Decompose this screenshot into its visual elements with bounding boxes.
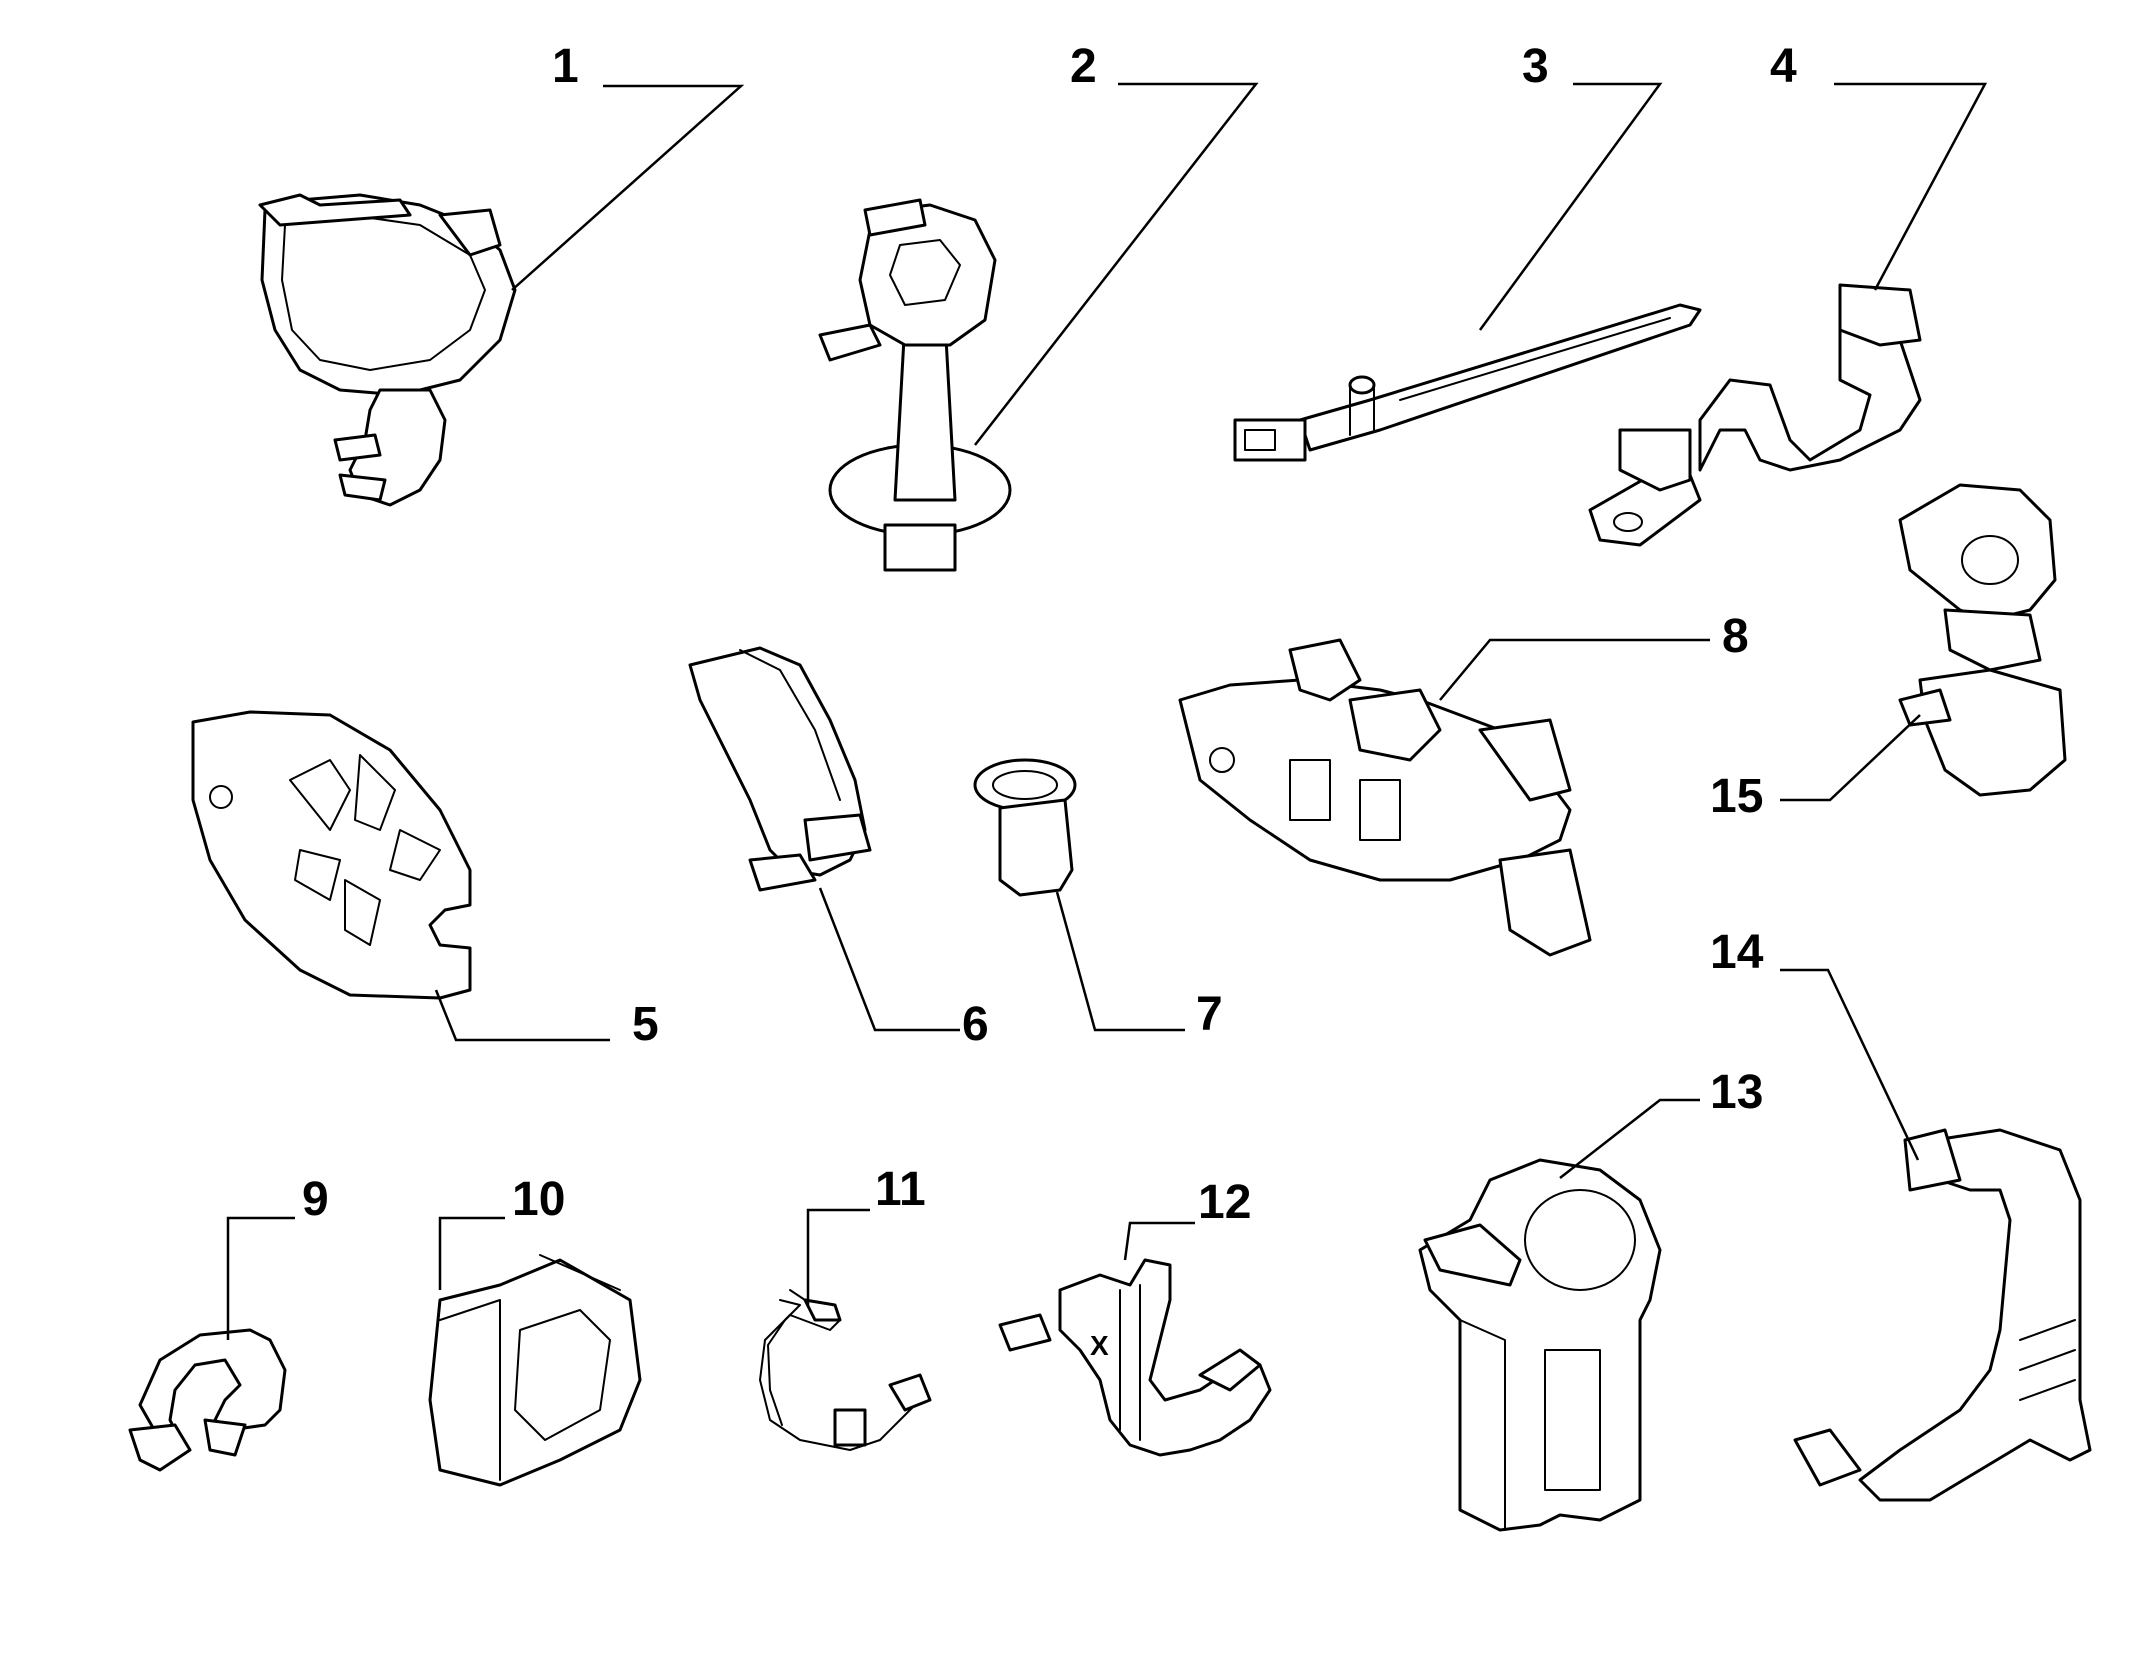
callout-8: 8 — [1722, 610, 1749, 663]
callout-14: 14 — [1710, 926, 1764, 979]
leader-11 — [806, 1208, 870, 1305]
leader-15 — [1780, 714, 1921, 802]
leader-10 — [438, 1216, 505, 1290]
part-2-push-pin-clip[interactable] — [818, 198, 1012, 572]
leader-14 — [1780, 968, 1920, 1161]
callout-1: 1 — [552, 40, 579, 93]
part-1-strap-clip[interactable] — [258, 193, 517, 507]
callout-13: 13 — [1710, 1066, 1763, 1119]
part-9-loop-clip[interactable] — [128, 1328, 287, 1472]
part-15-double-clip[interactable] — [1898, 483, 2067, 797]
leader-3 — [1478, 82, 1663, 331]
part-14-c-clamp[interactable] — [1793, 1128, 2092, 1502]
part-11-wire-clip[interactable] — [759, 1289, 932, 1451]
part-10-square-grommet[interactable] — [428, 1254, 642, 1487]
part-4-bracket-clip[interactable] — [1588, 283, 1922, 547]
leader-1 — [511, 84, 745, 291]
callout-10: 10 — [512, 1173, 565, 1226]
callout-7: 7 — [1196, 988, 1223, 1041]
leader-8 — [1439, 638, 1710, 701]
part-12-mark: X — [1090, 1330, 1109, 1361]
callout-9: 9 — [302, 1173, 329, 1226]
part-8-multi-channel-bracket[interactable] — [1178, 638, 1592, 957]
part-7-insert-grommet[interactable] — [973, 758, 1077, 897]
part-3-cable-tie[interactable] — [1233, 303, 1702, 462]
part-6-half-pipe-clip[interactable] — [688, 646, 872, 892]
leader-6 — [818, 887, 960, 1032]
callout-4: 4 — [1770, 40, 1797, 93]
leader-12 — [1123, 1221, 1195, 1261]
callout-2: 2 — [1070, 40, 1097, 93]
callout-6: 6 — [962, 998, 989, 1051]
callout-3: 3 — [1522, 40, 1549, 93]
leader-13 — [1559, 1098, 1700, 1179]
leader-9 — [226, 1216, 295, 1340]
leader-4 — [1834, 82, 1988, 291]
part-12-complex-bracket[interactable]: X — [998, 1258, 1272, 1457]
leader-5 — [434, 989, 610, 1042]
leader-2 — [974, 82, 1259, 446]
part-13-tall-clamp[interactable] — [1418, 1158, 1662, 1532]
callout-15: 15 — [1710, 770, 1763, 823]
part-5-grommet-plate[interactable] — [191, 710, 472, 1000]
callout-11: 11 — [875, 1163, 926, 1216]
callout-5: 5 — [632, 998, 659, 1051]
leader-7 — [1055, 891, 1185, 1032]
callout-12: 12 — [1198, 1176, 1251, 1229]
